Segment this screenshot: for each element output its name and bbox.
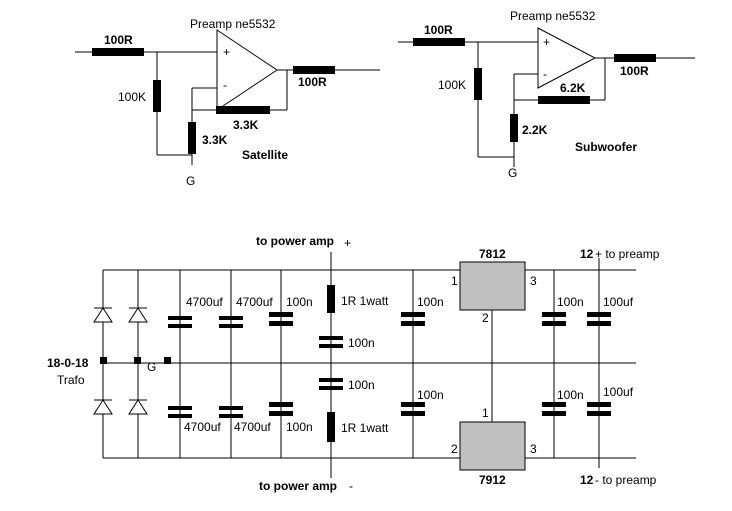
subwoofer-name: Subwoofer <box>575 140 637 154</box>
cap-100n-bot-1 <box>269 402 293 407</box>
satellite-output-resistor-label: 100R <box>298 75 327 89</box>
cap-4700uf-bot-2-label: 4700uf <box>234 420 271 434</box>
cap-100n-pre-bot <box>401 402 425 407</box>
pos-power-amp-sign: + <box>344 236 351 250</box>
power-supply: 18-0-18 Trafo G 4700uf 4700uf 4700uf 470… <box>47 234 660 493</box>
satellite-ground-resistor-label: 3.3K <box>202 133 228 147</box>
satellite-feedback-resistor-label: 3.3K <box>233 118 259 132</box>
satellite-output-resistor <box>293 66 335 74</box>
cap-100uf-out-bot <box>587 402 611 407</box>
subwoofer-preamp: Preamp ne5532 + - 100R 100K 2.2K G 6.2K … <box>398 9 695 180</box>
cap-100n-mid-2-label: 100n <box>348 378 375 392</box>
subwoofer-ground-resistor <box>510 114 518 142</box>
satellite-name: Satellite <box>242 148 288 162</box>
resistor-1r-bot <box>327 412 335 442</box>
cap-100n-mid-2 <box>319 378 343 382</box>
cap-100uf-out-bot-label: 100uf <box>603 385 634 399</box>
subwoofer-output-resistor-label: 100R <box>620 64 649 78</box>
trafo-terminal-right <box>134 357 141 364</box>
diode-d3 <box>93 399 113 415</box>
cap-100uf-out-top <box>587 312 611 317</box>
cap-100n-top-1-label: 100n <box>286 295 313 309</box>
satellite-plus-sign: + <box>223 45 230 59</box>
subwoofer-title: Preamp ne5532 <box>510 9 596 23</box>
subwoofer-plus-sign: + <box>543 35 550 49</box>
subwoofer-minus-sign: - <box>543 67 547 81</box>
trafo-terminal-ground <box>164 357 171 364</box>
regulator-7912 <box>459 421 526 471</box>
diode-d2 <box>128 307 148 323</box>
out-neg-number: 12 <box>580 473 594 487</box>
reg-pos-pin-gnd: 2 <box>482 311 489 325</box>
cap-100n-out-top-label: 100n <box>557 295 584 309</box>
satellite-title: Preamp ne5532 <box>190 17 276 31</box>
cap-4700uf-top-2 <box>219 316 243 320</box>
cap-100uf-out-top-label: 100uf <box>603 295 634 309</box>
subwoofer-feedback-resistor-label: 6.2K <box>560 81 586 95</box>
out-pos-number: 12 <box>580 247 594 261</box>
neg-power-amp-sign: - <box>349 479 353 493</box>
subwoofer-ground-resistor-label: 2.2K <box>522 123 548 137</box>
regulator-7912-label: 7912 <box>479 473 506 487</box>
reg-neg-pin-in: 1 <box>482 406 489 420</box>
subwoofer-bias-resistor <box>474 68 482 100</box>
diode-d1 <box>93 307 113 323</box>
cap-100n-pre-top-label: 100n <box>417 295 444 309</box>
subwoofer-input-resistor-label: 100R <box>424 23 453 37</box>
reg-pos-pin-in: 1 <box>451 274 458 288</box>
cap-100n-top-1 <box>269 312 293 317</box>
cap-4700uf-top-1 <box>168 316 192 320</box>
satellite-opamp <box>216 29 278 111</box>
cap-100n-bot-1-label: 100n <box>286 420 313 434</box>
trafo-label: 18-0-18 <box>47 356 89 370</box>
subwoofer-opamp <box>537 27 597 89</box>
subwoofer-bias-resistor-label: 100K <box>438 78 466 92</box>
regulator-7812 <box>459 261 526 311</box>
subwoofer-ground-label: G <box>508 166 517 180</box>
ground-g-label: G <box>147 360 156 374</box>
satellite-input-resistor <box>92 48 144 56</box>
reg-neg-pin-gnd: 2 <box>451 442 458 456</box>
satellite-minus-sign: - <box>223 78 227 92</box>
cap-100n-mid-1 <box>319 336 343 340</box>
cap-4700uf-bot-1-label: 4700uf <box>184 420 221 434</box>
neg-power-amp-label: to power amp <box>259 479 337 493</box>
satellite-ground-resistor <box>188 122 196 154</box>
cap-4700uf-top-1-label: 4700uf <box>186 295 223 309</box>
satellite-input-resistor-label: 100R <box>104 33 133 47</box>
out-neg-text: - to preamp <box>595 473 657 487</box>
resistor-1r-bot-label: 1R 1watt <box>341 421 389 435</box>
satellite-ground-label: G <box>186 174 195 188</box>
cap-100n-out-bot-label: 100n <box>557 388 584 402</box>
satellite-bias-resistor <box>153 80 161 112</box>
subwoofer-feedback-resistor <box>538 96 590 104</box>
cap-100n-pre-bot-label: 100n <box>417 388 444 402</box>
regulator-7812-label: 7812 <box>479 247 506 261</box>
satellite-preamp: Preamp ne5532 + - 100R 100K 3.3K G 3.3K … <box>75 17 380 188</box>
resistor-1r-top <box>327 285 335 313</box>
pos-power-amp-label: to power amp <box>256 234 334 248</box>
trafo-terminal-left <box>100 357 107 364</box>
out-pos-text: + to preamp <box>595 247 660 261</box>
trafo-sub-label: Trafo <box>57 373 85 387</box>
satellite-feedback-resistor <box>216 106 270 114</box>
cap-4700uf-top-2-label: 4700uf <box>236 295 273 309</box>
cap-100n-pre-top <box>401 312 425 317</box>
reg-pos-pin-out: 3 <box>530 274 537 288</box>
satellite-bias-resistor-label: 100K <box>118 90 146 104</box>
subwoofer-input-resistor <box>413 38 465 46</box>
subwoofer-output-resistor <box>614 54 656 62</box>
cap-100n-mid-1-label: 100n <box>348 336 375 350</box>
cap-4700uf-bot-2 <box>219 406 243 410</box>
diode-d4 <box>128 399 148 415</box>
cap-100n-out-top <box>542 312 566 317</box>
reg-neg-pin-out: 3 <box>530 442 537 456</box>
resistor-1r-top-label: 1R 1watt <box>341 294 389 308</box>
cap-4700uf-bot-1 <box>168 406 192 410</box>
cap-100n-out-bot <box>542 402 566 407</box>
